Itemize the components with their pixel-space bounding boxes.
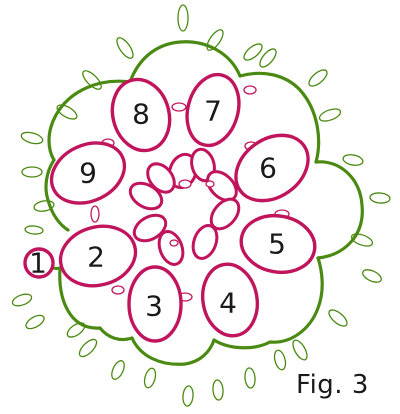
ring-1 — [23, 247, 55, 279]
ring-5 — [239, 213, 317, 275]
chain-picot — [292, 339, 308, 361]
chain-arc — [128, 40, 242, 84]
chain-picot — [21, 166, 43, 178]
ring-6 — [234, 133, 310, 203]
chain-picot — [342, 154, 364, 166]
join-picot — [178, 179, 192, 189]
ring-label-6: 6 — [259, 152, 277, 185]
chain-picot — [82, 70, 102, 90]
chain-picot — [350, 233, 374, 247]
inner-ring — [128, 181, 164, 211]
join-picot — [205, 180, 215, 188]
chain-picot — [182, 385, 194, 407]
chain-picot — [318, 108, 342, 122]
chains — [42, 40, 364, 366]
ring-label-4: 4 — [219, 287, 237, 320]
chain-picot — [11, 293, 33, 307]
inner-ring — [132, 213, 168, 243]
chain-picot — [143, 367, 157, 389]
join-picot — [171, 102, 187, 112]
chain-picot — [66, 322, 86, 338]
chain-picot — [116, 37, 134, 59]
inner-ring — [206, 170, 238, 202]
chain-arc — [44, 158, 70, 232]
chain-picot — [78, 338, 98, 358]
chain-arc — [130, 336, 216, 366]
chain-picot — [206, 29, 224, 51]
chain-arc — [47, 79, 132, 162]
inner-ring — [146, 162, 176, 194]
chain-picot — [362, 269, 382, 283]
inner-ring — [157, 230, 185, 266]
ring-label-2: 2 — [87, 241, 105, 274]
ring-label-3: 3 — [145, 290, 163, 323]
ring-label-8: 8 — [132, 98, 150, 131]
chain-picot — [328, 309, 348, 327]
ring-2 — [58, 224, 138, 288]
chain-picot — [243, 43, 263, 61]
ring-label-9: 9 — [79, 157, 97, 190]
chain-picot — [25, 314, 45, 330]
ring-4 — [200, 262, 260, 338]
ring-label-1: 1 — [29, 247, 47, 280]
chain-picot — [177, 4, 189, 32]
chain-picot — [369, 192, 391, 204]
chain-arc — [314, 160, 364, 260]
join-picot — [169, 239, 179, 247]
ring-labels: 1 2 3 45 6 7 8 9 — [29, 95, 286, 323]
ring-label-7: 7 — [204, 95, 222, 128]
chain-picot — [259, 48, 277, 68]
chain-picot — [56, 104, 78, 120]
ring-label-5: 5 — [268, 228, 286, 261]
ring-3 — [127, 265, 183, 343]
inner-ring — [191, 224, 219, 260]
ring-9 — [49, 141, 127, 205]
ring-8 — [110, 77, 172, 153]
chain-picot — [20, 131, 44, 145]
chain-picot — [24, 225, 44, 235]
join-picot — [111, 285, 125, 295]
chain-arc — [238, 71, 321, 164]
join-picot — [90, 205, 100, 223]
chain-arc — [212, 256, 324, 350]
chain-picot — [244, 367, 256, 389]
large-rings — [23, 72, 317, 343]
ring-7 — [185, 72, 241, 148]
chain-arc — [58, 266, 134, 342]
figure-caption: Fig. 3 — [296, 370, 369, 400]
chain-picot — [308, 69, 328, 87]
center-rings — [128, 147, 241, 266]
join-picot — [243, 85, 257, 95]
chain-picot — [111, 360, 125, 380]
chain-picot — [273, 349, 287, 371]
chain-picot — [33, 200, 55, 212]
chain-picot — [212, 379, 224, 401]
chain-picots — [11, 4, 391, 407]
